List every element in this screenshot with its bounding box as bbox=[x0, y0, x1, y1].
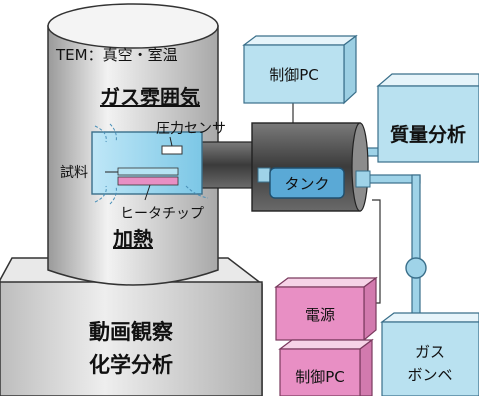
mass-spec-label: 質量分析 bbox=[390, 123, 466, 146]
heater-chip-label: ヒータチップ bbox=[120, 206, 204, 222]
pressure-sensor bbox=[161, 145, 183, 155]
power-supply: 電源 bbox=[274, 276, 378, 342]
base-line2: 化学分析 bbox=[89, 353, 173, 377]
heater-chip bbox=[117, 176, 179, 186]
control-pc-top-label: 制御PC bbox=[269, 66, 319, 84]
atmosphere-label: ガス雰囲気 bbox=[100, 85, 200, 109]
pressure-gauge bbox=[405, 257, 427, 279]
sample bbox=[117, 167, 179, 176]
gas-cylinder-label-1: ガス bbox=[415, 343, 445, 361]
mass-spec: 質量分析 bbox=[376, 73, 479, 163]
gas-cylinder: ガス ボンベ bbox=[380, 312, 479, 396]
tem-base: 動画観察 化学分析 bbox=[0, 257, 263, 396]
tem-title: TEM：真空・室温 bbox=[55, 46, 178, 64]
control-pc-top: 制御PC bbox=[242, 34, 358, 105]
control-pc-bottom-label: 制御PC bbox=[295, 368, 345, 386]
tank-label: タンク bbox=[284, 175, 329, 193]
tank: タンク bbox=[257, 167, 371, 199]
sample-label: 試料 bbox=[60, 165, 88, 181]
gas-chamber bbox=[91, 123, 209, 205]
control-pc-bottom: 制御PC bbox=[278, 338, 374, 396]
heating-label: 加熱 bbox=[112, 227, 153, 251]
pressure-sensor-label: 圧力センサ bbox=[156, 121, 226, 137]
power-supply-label: 電源 bbox=[305, 306, 335, 324]
gas-flow-lines bbox=[94, 123, 209, 205]
gas-cylinder-label-2: ボンベ bbox=[407, 366, 452, 384]
leader-lines bbox=[105, 136, 173, 201]
base-line1: 動画観察 bbox=[89, 320, 174, 344]
